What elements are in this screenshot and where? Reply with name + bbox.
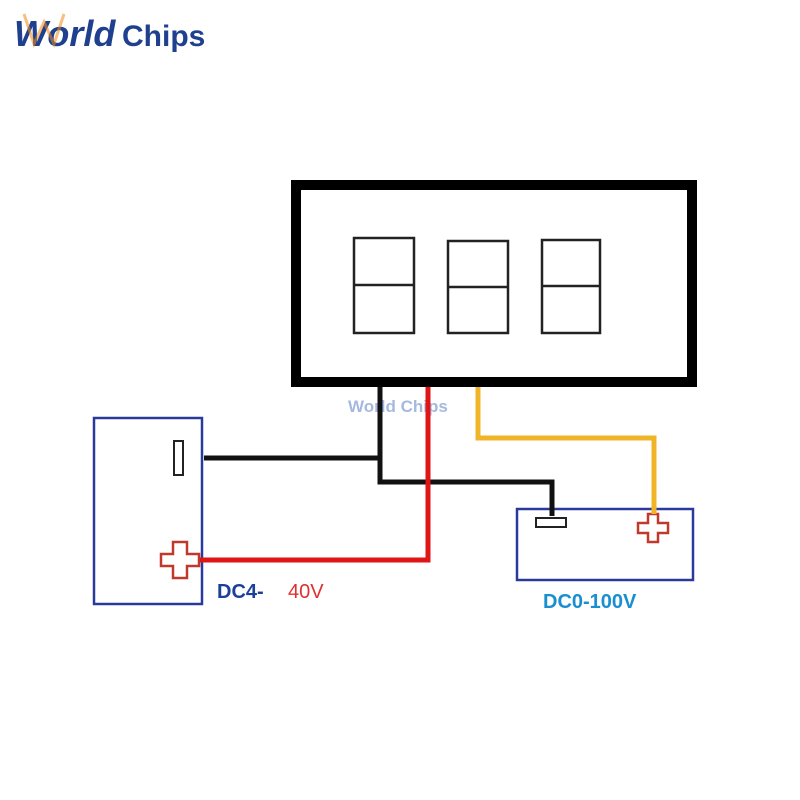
black-wire-ground xyxy=(377,387,555,516)
plus-terminal-icon xyxy=(636,512,670,544)
red-wire-supply-plus xyxy=(200,387,431,563)
seven-segment-digit-icon xyxy=(540,238,602,335)
logo-w-accent xyxy=(22,13,66,49)
voltmeter-module xyxy=(291,180,697,387)
supply-label-value: 40V xyxy=(288,581,324,603)
supply-label-prefix: DC4- xyxy=(217,581,264,603)
seven-segment-digit-icon xyxy=(446,239,510,335)
measured-label: DC0-100V xyxy=(543,591,637,613)
digit-display xyxy=(352,236,602,335)
plus-terminal-icon xyxy=(159,540,201,580)
world-chips-logo: World Chips xyxy=(14,13,205,54)
seven-segment-digit-icon xyxy=(352,236,416,335)
logo-text-chips: Chips xyxy=(122,20,205,53)
yellow-wire-measure xyxy=(475,387,657,514)
minus-terminal-icon xyxy=(535,517,567,528)
minus-terminal-icon xyxy=(173,440,184,476)
watermark-text: World Chips xyxy=(348,397,448,416)
